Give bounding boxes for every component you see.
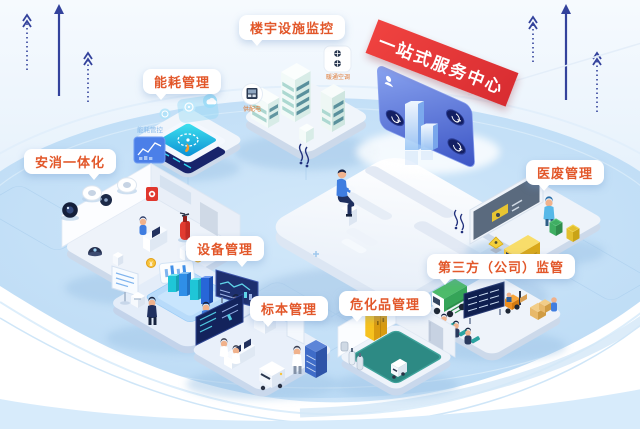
fire-extinguisher-icon [178, 212, 192, 243]
medwaste-cables [453, 209, 465, 234]
svg-text:¥: ¥ [149, 262, 153, 268]
hvac-icon [323, 45, 352, 73]
waste-bin-green [549, 218, 563, 236]
building-island: 供配电 暖通空调 [234, 45, 378, 170]
lab-person-seated [219, 338, 229, 357]
label-thirdparty: 第三方（公司）监管 [427, 254, 576, 285]
label-energy: 能耗管理 [143, 69, 222, 100]
label-tail [538, 184, 550, 191]
screen-bars [405, 101, 438, 165]
label-tail [262, 320, 274, 327]
screen-badges [385, 109, 466, 155]
lab-machine [259, 361, 285, 391]
decor-arrows-left [22, 4, 93, 102]
lab-screens [195, 293, 244, 346]
dashboard-screen [377, 66, 475, 168]
lab-cabinet-blue [305, 340, 327, 378]
building-tower-right [320, 84, 345, 132]
label-hazmat: 危化品管理 [339, 291, 432, 322]
building-block-front [299, 123, 314, 143]
energy-chart-card [133, 136, 166, 164]
label-tail [155, 93, 167, 100]
medwaste-person [543, 196, 555, 226]
hazmat-cart [391, 358, 407, 379]
energy-card-tag: 能耗管控 [137, 125, 164, 134]
thirdparty-island [418, 274, 566, 361]
hvac-tag: 暖通空调 [326, 73, 350, 81]
label-tail [351, 315, 363, 322]
label-security: 安消一体化 [24, 149, 117, 180]
security-devices [61, 177, 192, 243]
waste-bin-yellow [566, 224, 580, 242]
flame-icon [185, 143, 190, 152]
energy-float-icons [159, 94, 219, 123]
sitting-person [336, 169, 357, 226]
cargo-boxes [530, 297, 557, 320]
label-equipment: 设备管理 [186, 236, 265, 267]
plus-mark [313, 251, 319, 257]
power-tag: 供配电 [243, 105, 261, 113]
cloud-icon [206, 97, 217, 105]
warning-sign [488, 236, 504, 254]
gas-cylinders [348, 348, 364, 371]
label-tail [88, 173, 101, 180]
printer-machine [131, 292, 145, 308]
label-specimen: 标本管理 [250, 296, 329, 327]
specimen-island [186, 293, 338, 399]
energy-island: 能耗管控 [133, 94, 241, 181]
lab-person-standing [292, 345, 302, 374]
decor-arrows-right [528, 4, 602, 112]
platform-grooves [341, 166, 486, 263]
building-tower-left [250, 87, 280, 128]
whiteboard-screen [111, 265, 139, 305]
building-tower-main [281, 63, 311, 122]
label-building: 楼宇设施监控 [239, 15, 346, 46]
forklift [505, 291, 527, 314]
label-tail [439, 278, 451, 285]
label-tail [236, 260, 249, 267]
power-icon [241, 83, 263, 105]
bottom-swoosh [0, 286, 640, 429]
user-icon [384, 75, 394, 88]
lab-person-seated-2 [231, 345, 241, 364]
building-cables [298, 143, 310, 168]
label-tail [251, 39, 263, 46]
monitor-board [463, 281, 505, 324]
energy-pedestal [150, 119, 226, 174]
hazmat-barrel [340, 341, 349, 352]
lab-bench [219, 338, 255, 369]
label-medwaste: 医废管理 [526, 160, 605, 191]
holo-bar-chart [158, 260, 213, 304]
